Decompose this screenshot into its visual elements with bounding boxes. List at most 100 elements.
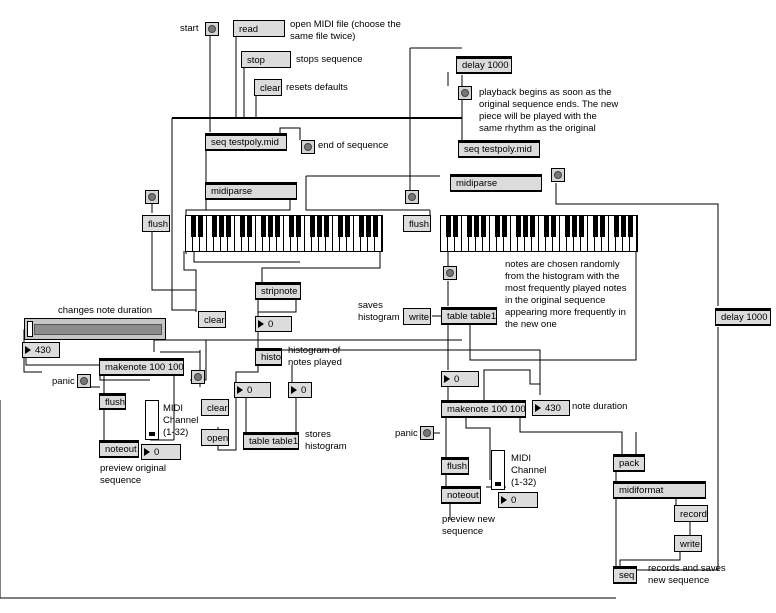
white-key[interactable] [249, 216, 256, 251]
clear-mid-message[interactable]: clear [198, 311, 226, 328]
black-key[interactable] [260, 216, 266, 237]
channel-slider-right[interactable] [491, 450, 505, 490]
clear-histo-message[interactable]: clear [201, 399, 229, 416]
channel-number-right[interactable]: 0 [498, 492, 538, 508]
pack-object[interactable]: pack [613, 454, 645, 472]
black-key[interactable] [309, 216, 315, 237]
midiparse-right-object[interactable]: midiparse [450, 174, 542, 192]
white-key[interactable] [504, 216, 511, 251]
flush-bang-left[interactable] [145, 190, 159, 204]
white-key[interactable] [277, 216, 284, 251]
black-key[interactable] [246, 216, 252, 237]
black-key[interactable] [522, 216, 528, 237]
midiformat-object[interactable]: midiformat [613, 481, 706, 499]
black-key[interactable] [190, 216, 196, 237]
stripnote-object[interactable]: stripnote [255, 282, 301, 300]
white-key[interactable] [200, 216, 207, 251]
duration-number-left[interactable]: 430 [22, 342, 60, 358]
write-sequence-message[interactable]: write [674, 535, 702, 552]
white-key[interactable] [630, 216, 637, 251]
black-key[interactable] [627, 216, 633, 237]
white-key[interactable] [455, 216, 462, 251]
white-key[interactable] [375, 216, 382, 251]
keyboard-slider-left[interactable] [185, 215, 383, 252]
seq-record-object[interactable]: seq [613, 566, 637, 584]
flush-right-object[interactable]: flush [441, 457, 469, 475]
clear-bang[interactable] [191, 370, 205, 384]
delay-bang-button[interactable] [458, 86, 472, 100]
black-key[interactable] [550, 216, 556, 237]
black-key[interactable] [473, 216, 479, 237]
black-key[interactable] [564, 216, 570, 237]
black-key[interactable] [288, 216, 294, 237]
makenote-left-object[interactable]: makenote 100 100 [99, 358, 184, 376]
keyboard-slider-right[interactable] [440, 215, 638, 252]
duration-slider-thumb[interactable] [27, 321, 33, 337]
white-key[interactable] [532, 216, 539, 251]
white-key[interactable] [581, 216, 588, 251]
delay-top-object[interactable]: delay 1000 [456, 56, 512, 74]
black-key[interactable] [358, 216, 364, 237]
white-key[interactable] [228, 216, 235, 251]
black-key[interactable] [218, 216, 224, 237]
black-key[interactable] [452, 216, 458, 237]
end-bang-right[interactable] [551, 168, 565, 182]
black-key[interactable] [225, 216, 231, 237]
table-left-object[interactable]: table table1 [243, 432, 299, 450]
write-histogram-message[interactable]: write [403, 308, 431, 325]
black-key[interactable] [543, 216, 549, 237]
seq-new-object[interactable]: seq testpoly.mid [458, 140, 540, 158]
delay-right-object[interactable]: delay 1000 [715, 308, 771, 326]
black-key[interactable] [578, 216, 584, 237]
flush-mid-message[interactable]: flush [403, 215, 431, 232]
noteout-right-object[interactable]: noteout [441, 486, 481, 504]
midiparse-left-object[interactable]: midiparse [205, 182, 297, 200]
black-key[interactable] [316, 216, 322, 237]
black-key[interactable] [599, 216, 605, 237]
histogram-bang[interactable] [443, 266, 457, 280]
black-key[interactable] [365, 216, 371, 237]
black-key[interactable] [344, 216, 350, 237]
black-key[interactable] [494, 216, 500, 237]
black-key[interactable] [529, 216, 535, 237]
black-key[interactable] [295, 216, 301, 237]
record-message[interactable]: record [674, 505, 708, 522]
flush-left-object[interactable]: flush [99, 393, 126, 410]
black-key[interactable] [372, 216, 378, 237]
black-key[interactable] [239, 216, 245, 237]
panic-bang-right[interactable] [420, 426, 434, 440]
flush-left-message[interactable]: flush [142, 215, 170, 232]
black-key[interactable] [571, 216, 577, 237]
table-right-object[interactable]: table table1 [441, 307, 497, 325]
channel-slider-left[interactable] [145, 400, 159, 440]
flush-bang-mid[interactable] [405, 190, 419, 204]
white-key[interactable] [298, 216, 305, 251]
end-of-sequence-bang[interactable] [301, 140, 315, 154]
black-key[interactable] [592, 216, 598, 237]
white-key[interactable] [483, 216, 490, 251]
black-key[interactable] [620, 216, 626, 237]
black-key[interactable] [323, 216, 329, 237]
white-key[interactable] [553, 216, 560, 251]
black-key[interactable] [197, 216, 203, 237]
black-key[interactable] [211, 216, 217, 237]
black-key[interactable] [445, 216, 451, 237]
black-key[interactable] [337, 216, 343, 237]
white-key[interactable] [602, 216, 609, 251]
black-key[interactable] [267, 216, 273, 237]
black-key[interactable] [466, 216, 472, 237]
white-key[interactable] [347, 216, 354, 251]
panic-bang-left[interactable] [77, 374, 91, 388]
black-key[interactable] [613, 216, 619, 237]
white-key[interactable] [326, 216, 333, 251]
clear-top-message[interactable]: clear [254, 79, 282, 96]
black-key[interactable] [480, 216, 486, 237]
channel-number-left[interactable]: 0 [141, 444, 181, 460]
noteout-left-object[interactable]: noteout [99, 440, 139, 458]
black-key[interactable] [501, 216, 507, 237]
histo-object[interactable]: histo [255, 348, 282, 366]
read-message[interactable]: read [233, 20, 285, 37]
open-message[interactable]: open [201, 429, 229, 446]
black-key[interactable] [515, 216, 521, 237]
histo-number-box-1[interactable]: 0 [234, 382, 271, 398]
